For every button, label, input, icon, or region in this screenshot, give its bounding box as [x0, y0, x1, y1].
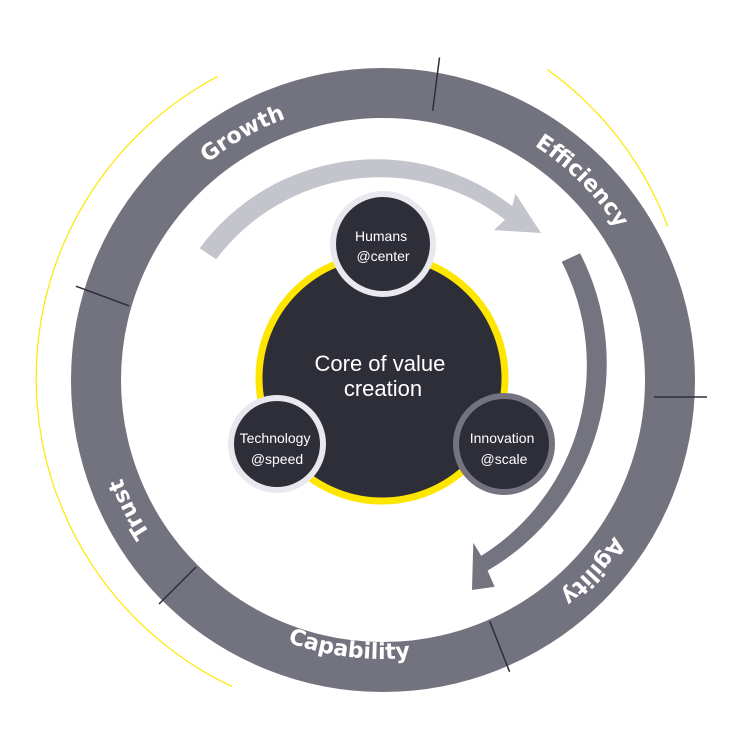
node-innovation-label: Innovation @scale — [470, 430, 539, 467]
outer-yellow-arc-left — [35, 75, 233, 688]
outer-ring — [71, 68, 695, 692]
core-title-line2: creation — [344, 376, 422, 401]
node-humans: Humans @center — [330, 191, 436, 297]
divider-growth-efficiency — [431, 57, 441, 111]
node-innovation-circle — [453, 393, 555, 495]
node-technology-circle — [228, 395, 326, 493]
divider-trust-growth — [75, 285, 130, 307]
core-title-line1: Core of value — [315, 351, 446, 376]
divider-agility-capability — [489, 621, 511, 673]
node-innovation: Innovation @scale — [453, 393, 555, 495]
divider-capability-trust — [158, 566, 197, 605]
cycle-arrow-right — [472, 253, 607, 591]
node-technology: Technology @speed — [228, 395, 326, 493]
core-title: Core of value creation — [315, 351, 452, 401]
node-humans-label: Humans @center — [355, 228, 411, 264]
outer-yellow-arc-right — [547, 69, 669, 227]
node-technology-label: Technology @speed — [240, 430, 315, 467]
node-humans-circle — [330, 191, 436, 297]
ring-dividers — [75, 57, 707, 673]
cycle-arrow-top — [199, 159, 541, 260]
